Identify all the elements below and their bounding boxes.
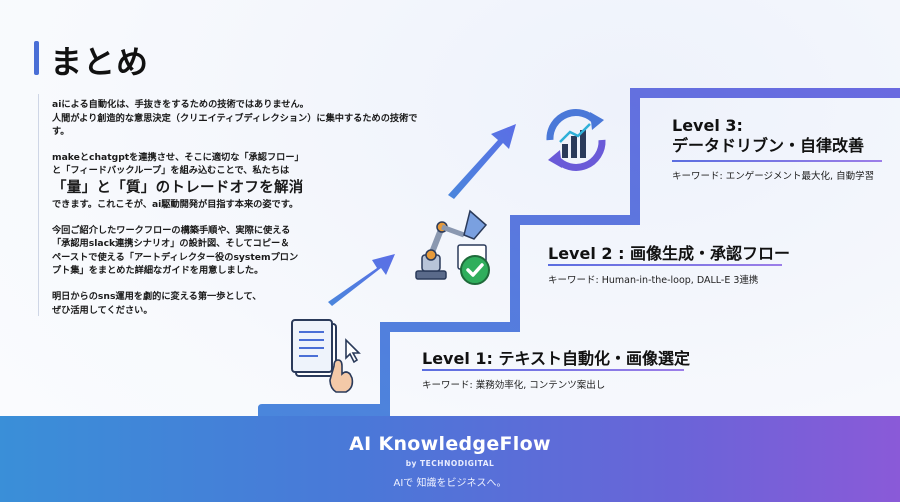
level-3-title: Level 3: データドリブン・自律改善	[672, 116, 864, 156]
para4-line-1: 明日からのsns運用を劇的に変える第一歩として、	[52, 290, 262, 302]
brand-name: AI KnowledgeFlow	[349, 433, 551, 455]
level-3-keywords: キーワード: エンゲージメント最大化, 自動学習	[672, 171, 875, 182]
para3-line-4: プト集」をまとめた詳細なガイドを用意しました。	[52, 265, 264, 277]
level-3-title-line-1: Level 3:	[672, 116, 743, 135]
level-2-keywords: キーワード: Human-in-the-loop, DALL-E 3連携	[548, 275, 759, 286]
intro-line-2: 人間がより創造的な意思決定（クリエイティブディレクション）に集中するための技術で…	[52, 112, 418, 138]
summary-text: aiによる自動化は、手抜きをするための技術ではありません。 人間がより創造的な意…	[52, 98, 432, 329]
document-click-icon	[291, 319, 361, 393]
check-icon	[460, 255, 490, 285]
brand-tagline: AIで 知識をビジネスへ。	[393, 478, 507, 489]
footer-band	[0, 416, 900, 502]
level-1-underline	[422, 369, 684, 371]
title-accent-bar	[34, 41, 39, 75]
para2-highlight: 「量」と「質」のトレードオフを解消	[52, 179, 304, 196]
para4-line-2: ぜひ活用してください。	[52, 304, 153, 316]
level-2-title: Level 2 : 画像生成・承認フロー	[548, 244, 791, 263]
para3-line-1: 今回ご紹介したワークフローの構築手順や、実際に使える	[52, 224, 291, 236]
level-3-title-line-2: データドリブン・自律改善	[672, 136, 865, 155]
arrow-2	[448, 124, 516, 199]
robot-arm-icon	[415, 209, 488, 280]
para3-line-2: 「承認用slack連携シナリオ」の設計図、そしてコピー＆	[52, 238, 290, 250]
page-title: まとめ	[50, 43, 150, 81]
level-1-title: Level 1: テキスト自動化・画像選定	[422, 349, 691, 368]
level-2-underline	[548, 264, 782, 266]
level-3-underline	[672, 160, 882, 162]
para2-line-2: と「フィードバックループ」を組み込むことで、私たちは	[52, 165, 290, 177]
text-divider	[38, 94, 39, 316]
intro-line-1: aiによる自動化は、手抜きをするための技術ではありません。	[52, 99, 309, 110]
para2-line-1: makeとchatgptを連携させ、そこに適切な「承認フロー」	[52, 151, 304, 163]
arrow-1	[328, 254, 395, 306]
level-1-keywords: キーワード: 業務効率化, コンテンツ案出し	[422, 380, 606, 391]
para3-line-3: ペーストで使える「アートディレクター役のsystemプロン	[52, 251, 299, 263]
growth-cycle-icon	[546, 109, 606, 171]
brand-byline: by TECHNODIGITAL	[405, 459, 495, 468]
para2-line-3: できます。これこそが、ai駆動開発が目指す本来の姿です。	[52, 198, 299, 210]
